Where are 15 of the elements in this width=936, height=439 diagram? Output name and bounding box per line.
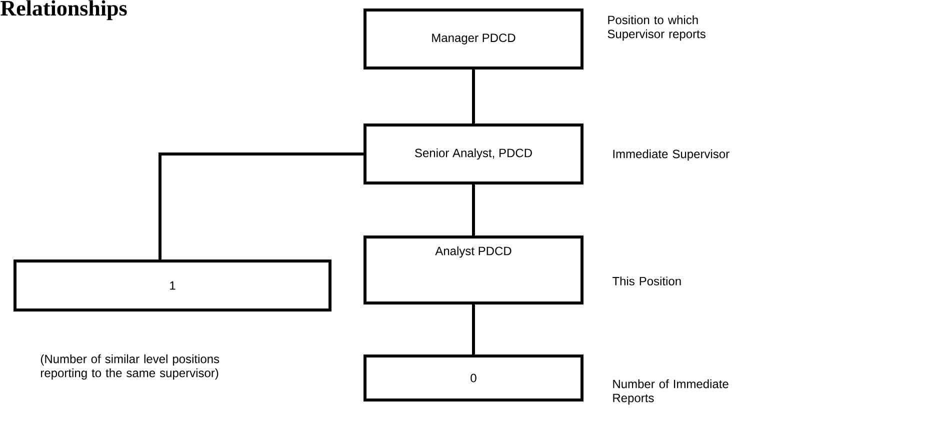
- connector-line: [158, 152, 364, 260]
- position-box: Manager PDCD: [364, 8, 584, 70]
- position-box: Senior Analyst, PDCD: [364, 124, 584, 184]
- heading: Relationships: [0, 0, 127, 20]
- connector-line: [472, 70, 475, 124]
- note: Number of Immediate Reports: [613, 379, 728, 405]
- note: This Position: [612, 276, 681, 286]
- note: (Number of similar level positions reporting to the same supervisor): [40, 354, 220, 380]
- note: Position to which Supervisor reports: [608, 15, 706, 41]
- note: Immediate Supervisor: [613, 149, 730, 161]
- connector-line: [472, 184, 475, 236]
- connector-line: [472, 304, 475, 354]
- position-box: Analyst PDCD: [364, 236, 584, 304]
- position-box: 1: [14, 260, 332, 312]
- position-box: 0: [364, 354, 584, 402]
